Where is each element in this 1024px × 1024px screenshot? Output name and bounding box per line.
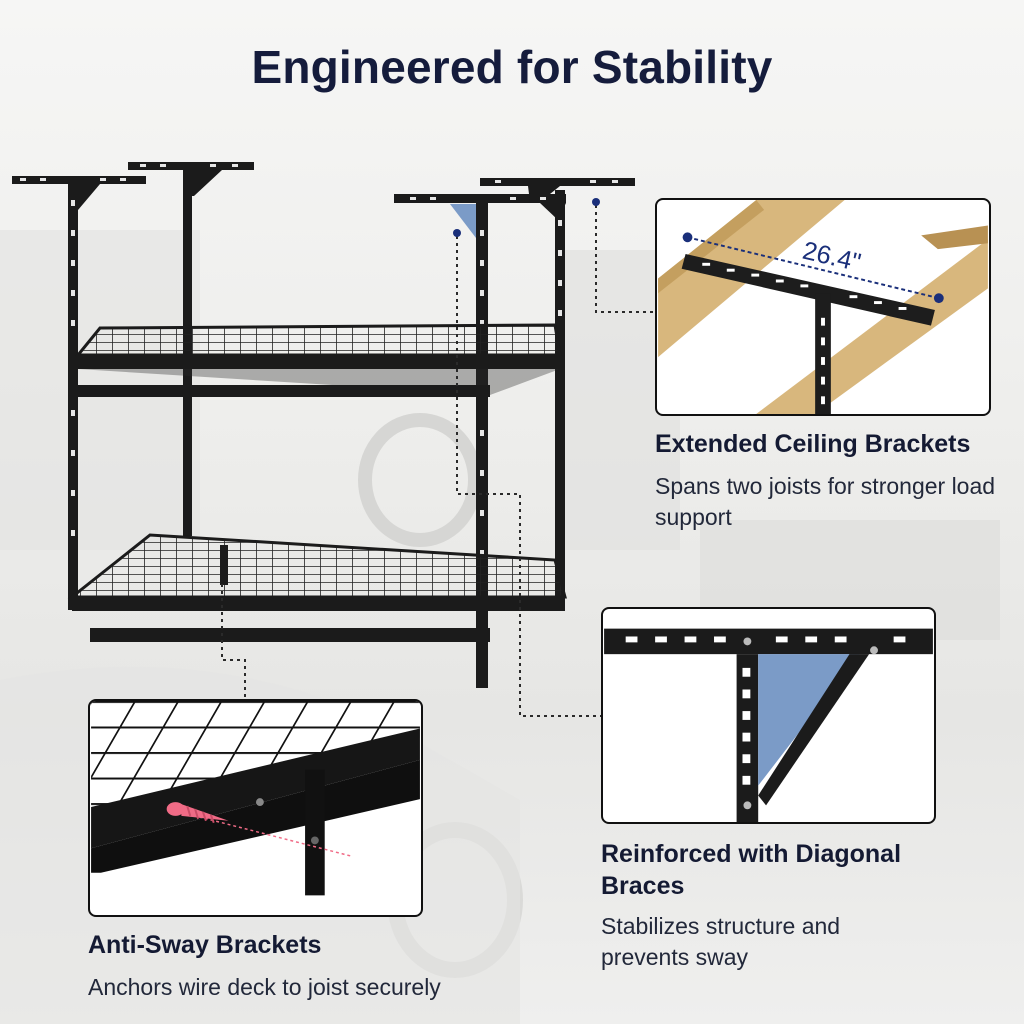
feature-description-anti-sway-brackets: Anchors wire deck to joist securely bbox=[88, 974, 441, 1000]
bracket-width-label: 26.4" bbox=[800, 237, 864, 277]
ceiling-bracket-closeup-image: 26.4" bbox=[655, 198, 991, 416]
page-title: Engineered for Stability bbox=[251, 41, 773, 93]
feature-title-anti-sway-brackets: Anti-Sway Brackets bbox=[88, 931, 322, 959]
overhead-storage-rack-image bbox=[12, 162, 635, 688]
anti-sway-bracket-closeup-image bbox=[88, 699, 423, 917]
feature-description-ceiling-brackets: Spans two joists for stronger load suppo… bbox=[655, 473, 996, 530]
feature-title-diagonal-braces: Reinforced with Diagonal Braces bbox=[601, 840, 902, 900]
feature-description-diagonal-braces: Stabilizes structure and prevents sway bbox=[601, 913, 841, 970]
diagonal-brace-closeup-image bbox=[601, 607, 936, 824]
feature-title-ceiling-brackets: Extended Ceiling Brackets bbox=[655, 430, 971, 458]
